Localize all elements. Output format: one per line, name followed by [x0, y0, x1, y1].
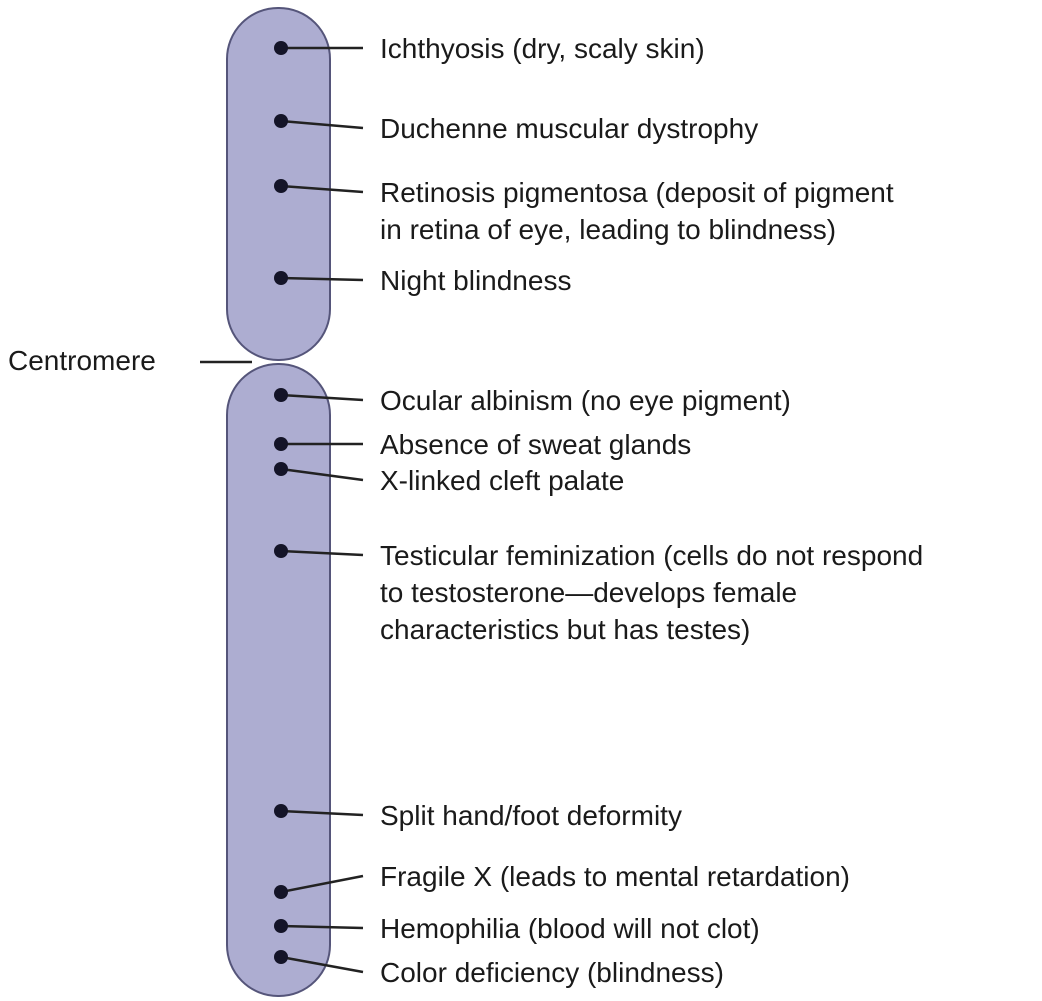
locus-label: X-linked cleft palate — [380, 465, 624, 496]
locus-leader-line — [280, 549, 364, 557]
centromere-callout: Centromere — [8, 345, 252, 376]
centromere-label: Centromere — [8, 345, 156, 376]
locus-leader-line — [280, 955, 364, 974]
locus-fragile-x: Fragile X (leads to mental retardation) — [274, 861, 850, 899]
locus-testicular-feminization: Testicular feminization (cells do not re… — [274, 540, 923, 645]
locus-night-blindness: Night blindness — [274, 265, 571, 296]
locus-hemophilia: Hemophilia (blood will not clot) — [274, 913, 760, 944]
locus-label: Fragile X (leads to mental retardation) — [380, 861, 850, 892]
locus-marker — [274, 437, 288, 451]
locus-leader-line — [280, 119, 364, 130]
locus-ichthyosis: Ichthyosis (dry, scaly skin) — [274, 33, 705, 64]
locus-leader-line — [280, 184, 364, 194]
locus-sweat-glands: Absence of sweat glands — [274, 429, 691, 460]
locus-label: Hemophilia (blood will not clot) — [380, 913, 760, 944]
locus-marker — [274, 114, 288, 128]
locus-split-hand-foot: Split hand/foot deformity — [274, 800, 682, 831]
locus-retinosis: Retinosis pigmentosa (deposit of pigment… — [274, 177, 894, 245]
locus-marker — [274, 950, 288, 964]
locus-label: Ichthyosis (dry, scaly skin) — [380, 33, 705, 64]
locus-label: in retina of eye, leading to blindness) — [380, 214, 836, 245]
locus-marker — [274, 544, 288, 558]
locus-label: Retinosis pigmentosa (deposit of pigment — [380, 177, 894, 208]
locus-marker — [274, 462, 288, 476]
locus-marker — [274, 41, 288, 55]
locus-leader-line — [280, 467, 364, 482]
locus-leader-line — [280, 393, 364, 402]
locus-label: Split hand/foot deformity — [380, 800, 682, 831]
locus-marker — [274, 885, 288, 899]
locus-leader-line — [280, 874, 364, 894]
locus-leader-line — [280, 809, 364, 817]
locus-duchenne: Duchenne muscular dystrophy — [274, 113, 758, 144]
locus-marker — [274, 919, 288, 933]
locus-leader-line — [280, 276, 364, 282]
locus-label: Color deficiency (blindness) — [380, 957, 724, 988]
locus-label: Ocular albinism (no eye pigment) — [380, 385, 791, 416]
locus-color-deficiency: Color deficiency (blindness) — [274, 950, 724, 988]
chromosome-long-arm — [226, 363, 331, 997]
gene-loci: Ichthyosis (dry, scaly skin) Duchenne mus… — [274, 33, 923, 988]
locus-label: Night blindness — [380, 265, 571, 296]
locus-marker — [274, 271, 288, 285]
locus-marker — [274, 804, 288, 818]
locus-leader-line — [280, 924, 364, 930]
locus-ocular-albinism: Ocular albinism (no eye pigment) — [274, 385, 791, 416]
locus-marker — [274, 388, 288, 402]
locus-label: characteristics but has testes) — [380, 614, 750, 645]
locus-marker — [274, 179, 288, 193]
locus-label: Testicular feminization (cells do not re… — [380, 540, 923, 571]
locus-label: Duchenne muscular dystrophy — [380, 113, 758, 144]
locus-label: to testosterone—develops female — [380, 577, 797, 608]
x-chromosome — [226, 7, 331, 997]
locus-label: Absence of sweat glands — [380, 429, 691, 460]
locus-cleft-palate: X-linked cleft palate — [274, 462, 624, 496]
